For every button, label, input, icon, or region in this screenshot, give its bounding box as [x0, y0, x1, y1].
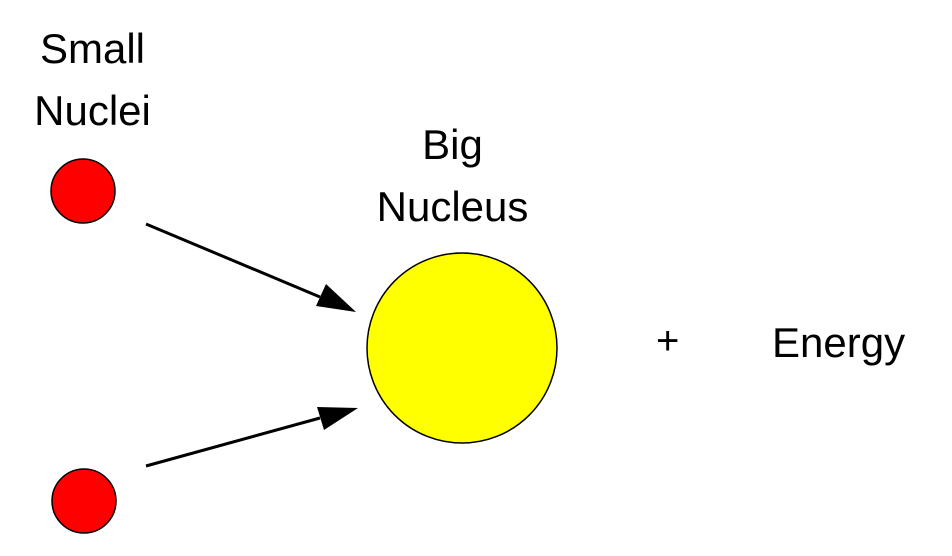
small-nucleus-top [50, 158, 116, 224]
small-nuclei-label-line-2: Nuclei [34, 87, 151, 134]
big-nucleus [366, 252, 558, 444]
big-nucleus-label-line-2: Nucleus [376, 183, 529, 230]
small-nucleus-bottom [51, 468, 117, 534]
big-nucleus-label: Big Nucleus [350, 114, 555, 238]
arrow-bottom [145, 407, 358, 468]
arrow-top [145, 222, 356, 312]
small-nuclei-label: Small Nuclei [10, 18, 175, 142]
small-nuclei-label-line-1: Small [39, 25, 146, 72]
big-nucleus-label-line-1: Big [422, 121, 483, 168]
energy-label: Energy [772, 319, 906, 366]
plus-sign: + [656, 319, 680, 363]
